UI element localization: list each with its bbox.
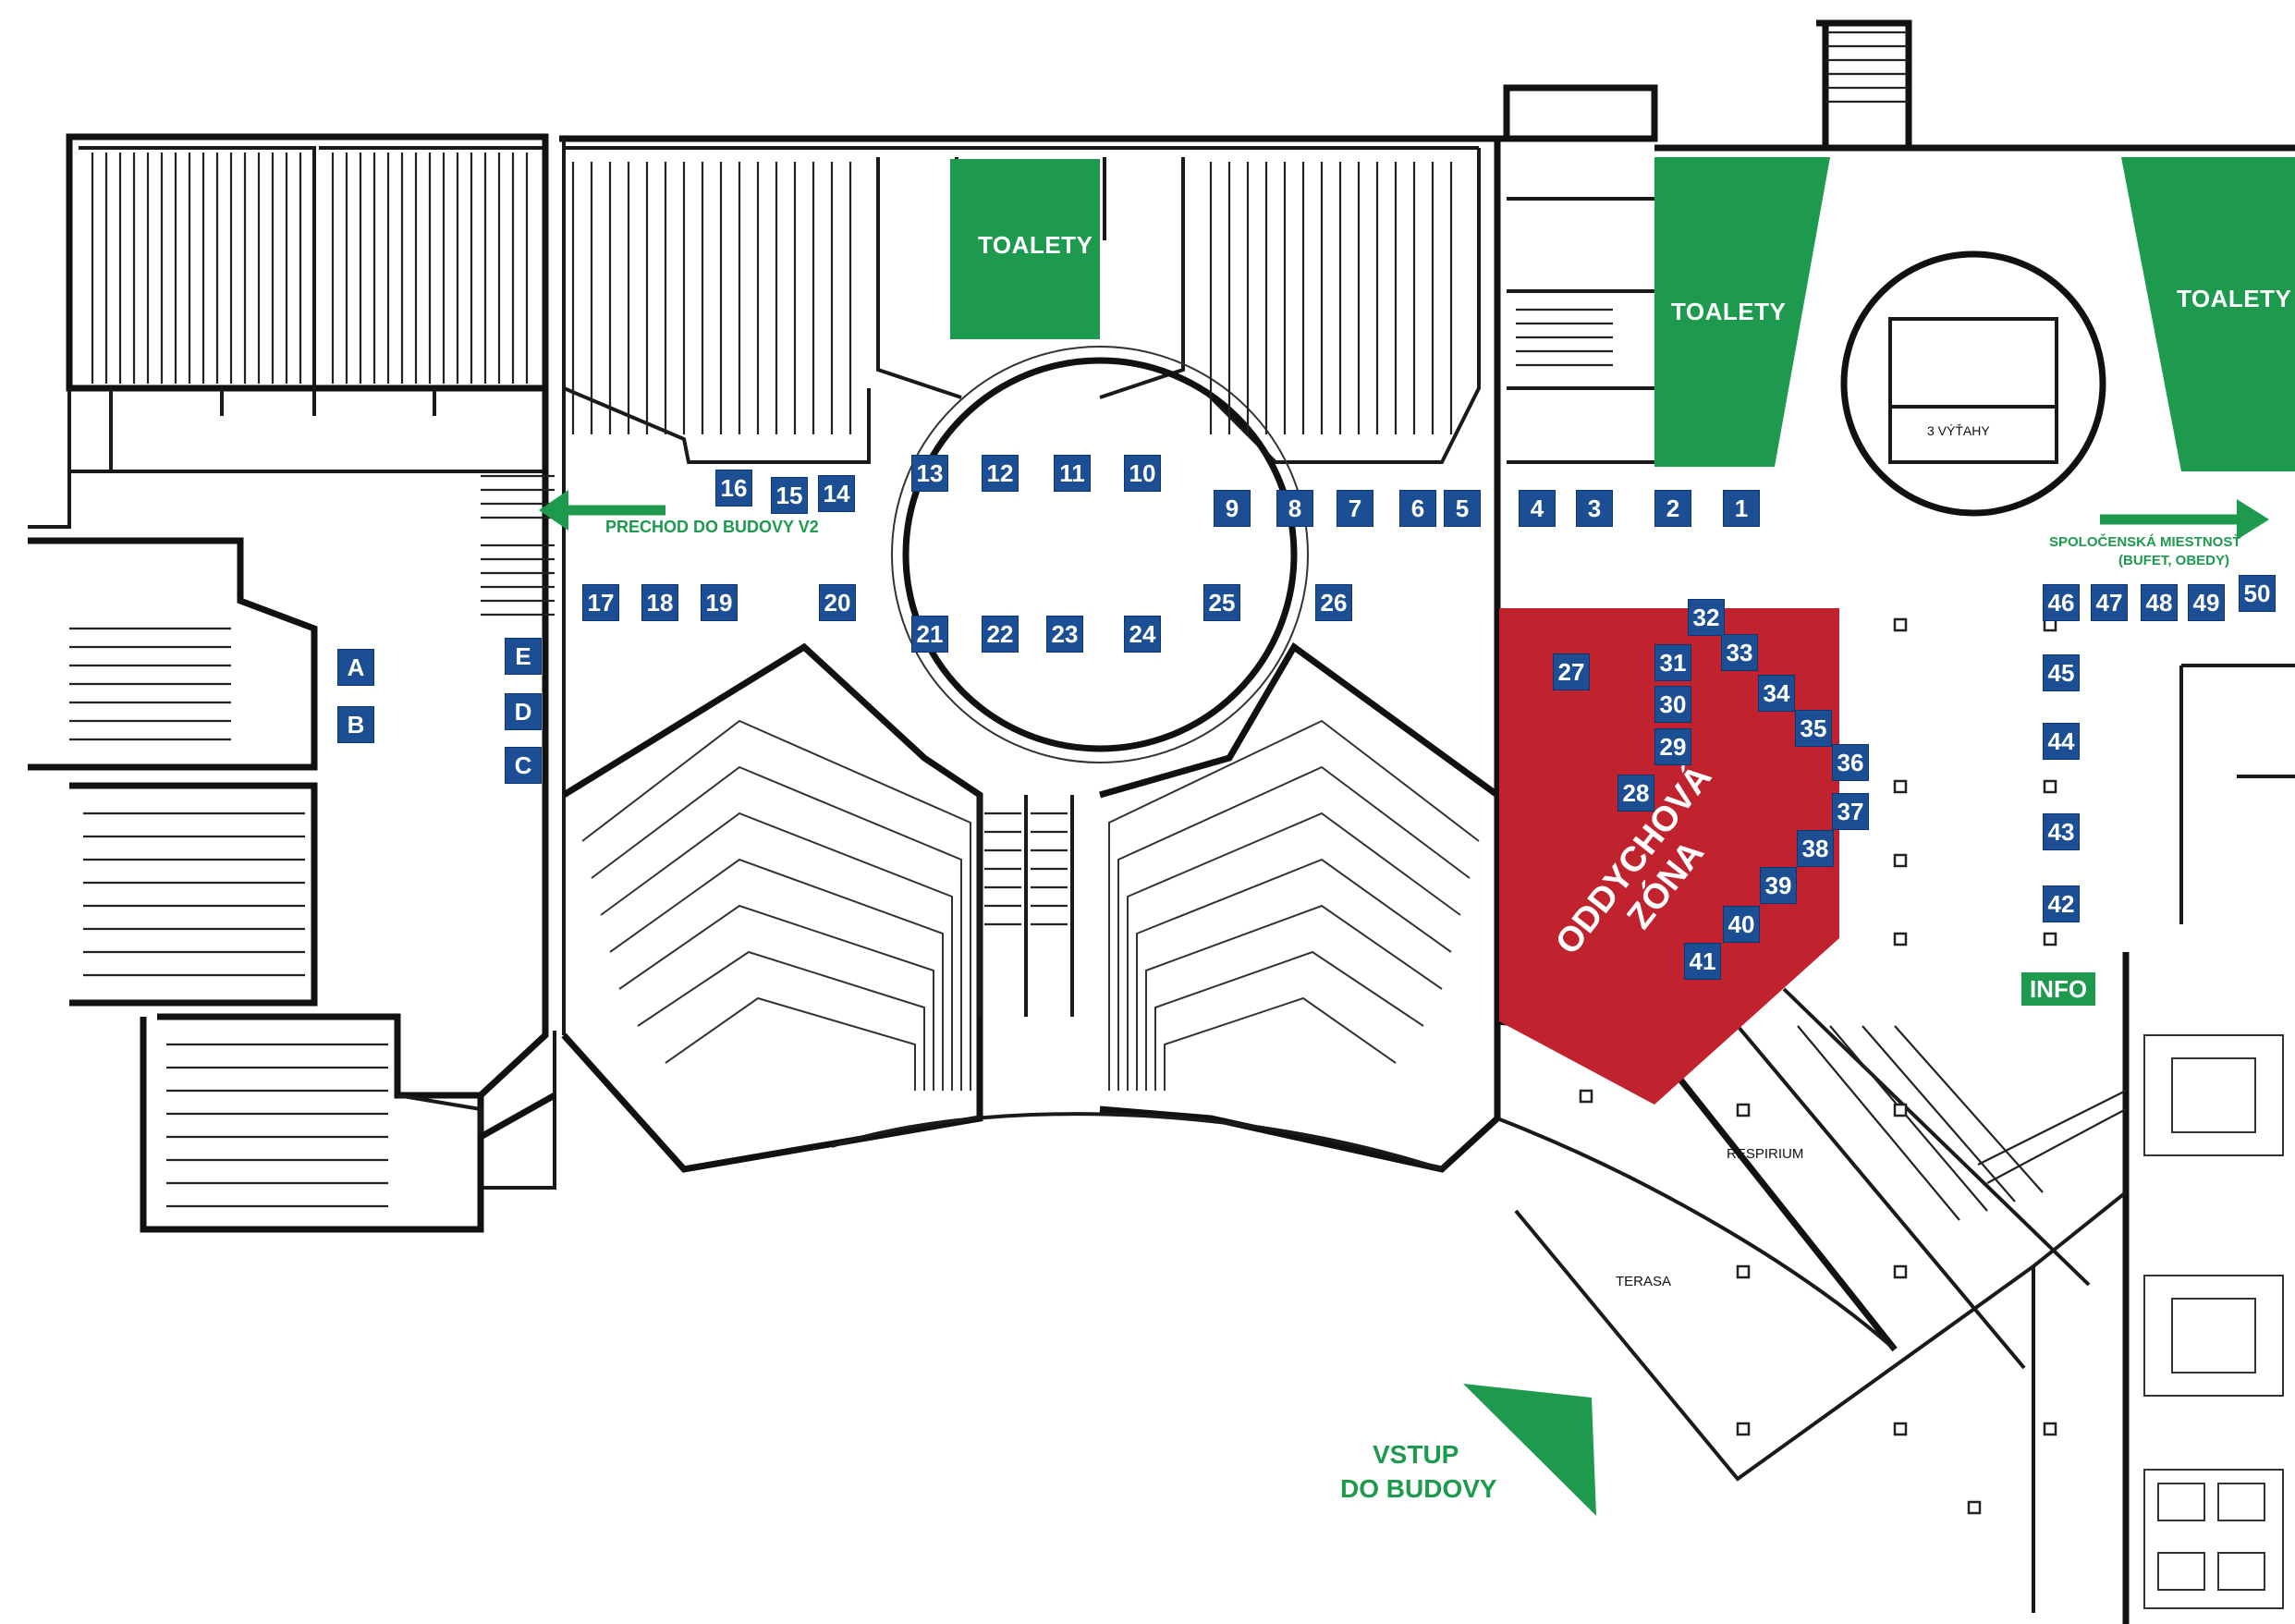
respirium-label: RESPIRIUM (1727, 1146, 1804, 1162)
stand-47: 47 (2091, 584, 2128, 621)
stand-40: 40 (1723, 906, 1760, 943)
passage-arrow (539, 490, 665, 531)
stand-11: 11 (1054, 455, 1091, 492)
stand-20: 20 (819, 584, 856, 621)
stand-39: 39 (1760, 867, 1797, 904)
stand-7: 7 (1337, 490, 1373, 527)
stand-24: 24 (1124, 616, 1161, 653)
stand-35: 35 (1795, 710, 1832, 747)
toilets-label-1: TOALETY (978, 231, 1093, 259)
west-wing-walls (28, 133, 556, 1233)
east-wing-hatching (1516, 31, 2284, 1609)
stand-14: 14 (818, 475, 855, 512)
stand-15: 15 (771, 477, 808, 514)
stand-38: 38 (1797, 830, 1834, 867)
toilets-label-2: TOALETY (1671, 298, 1787, 325)
stand-25: 25 (1203, 584, 1240, 621)
central-block-hatching (571, 162, 1480, 1091)
stand-46: 46 (2043, 584, 2080, 621)
entrance-label-line1: VSTUP (1373, 1440, 1459, 1469)
stand-50: 50 (2239, 575, 2276, 612)
stand-6: 6 (1399, 490, 1436, 527)
stand-2: 2 (1654, 490, 1691, 527)
stand-37: 37 (1832, 793, 1869, 830)
stand-9: 9 (1214, 490, 1251, 527)
stand-13: 13 (911, 455, 948, 492)
stand-3: 3 (1576, 490, 1613, 527)
stand-27: 27 (1553, 653, 1590, 690)
stand-a: A (337, 649, 374, 686)
elevator-note: 3 VÝŤAHY (1927, 423, 1990, 438)
columns (1579, 617, 2057, 1515)
stand-d: D (505, 693, 542, 730)
info-badge: INFO (2021, 972, 2095, 1006)
stand-29: 29 (1654, 728, 1691, 765)
stand-48: 48 (2141, 584, 2178, 621)
entrance-triangle (1463, 1384, 1596, 1516)
social-room-label-line1: SPOLOČENSKÁ MIESTNOSŤ (2049, 534, 2241, 550)
stand-18: 18 (641, 584, 678, 621)
toilet-zones (950, 157, 2295, 471)
stand-8: 8 (1276, 490, 1313, 527)
stand-36: 36 (1832, 744, 1869, 781)
stand-43: 43 (2043, 813, 2080, 850)
stand-44: 44 (2043, 723, 2080, 760)
stand-17: 17 (582, 584, 619, 621)
toilet-zone-1 (950, 159, 1100, 339)
stand-22: 22 (982, 616, 1019, 653)
stand-42: 42 (2043, 885, 2080, 922)
stand-41: 41 (1684, 943, 1721, 980)
stand-19: 19 (701, 584, 738, 621)
passage-label: PRECHOD DO BUDOVY V2 (605, 518, 819, 536)
toilet-zone-2 (1654, 157, 1830, 467)
stand-10: 10 (1124, 455, 1161, 492)
entrance-label-line2: DO BUDOVY (1340, 1474, 1497, 1503)
stand-33: 33 (1721, 634, 1758, 671)
stand-26: 26 (1315, 584, 1352, 621)
terasa-label: TERASA (1616, 1274, 1672, 1289)
stand-21: 21 (911, 616, 948, 653)
stand-30: 30 (1654, 686, 1691, 723)
west-wing-rooms-hatching (69, 153, 555, 1208)
stand-49: 49 (2188, 584, 2225, 621)
stand-b: B (337, 706, 374, 743)
stand-1: 1 (1723, 490, 1760, 527)
social-room-arrow (2100, 499, 2269, 540)
stand-5: 5 (1444, 490, 1481, 527)
stand-28: 28 (1617, 775, 1654, 812)
stand-45: 45 (2043, 654, 2080, 691)
stand-32: 32 (1688, 599, 1725, 636)
relax-zone (1499, 608, 1839, 1105)
stand-4: 4 (1519, 490, 1556, 527)
stand-12: 12 (982, 455, 1019, 492)
stand-c: C (505, 747, 542, 784)
stand-23: 23 (1046, 616, 1083, 653)
stand-e: E (505, 638, 542, 675)
stand-34: 34 (1758, 675, 1795, 712)
toilet-zone-3 (2121, 157, 2295, 471)
stand-16: 16 (715, 470, 752, 507)
toilets-label-3: TOALETY (2177, 285, 2292, 312)
social-room-label-line2: (BUFET, OBEDY) (2118, 553, 2229, 568)
stand-31: 31 (1654, 644, 1691, 681)
